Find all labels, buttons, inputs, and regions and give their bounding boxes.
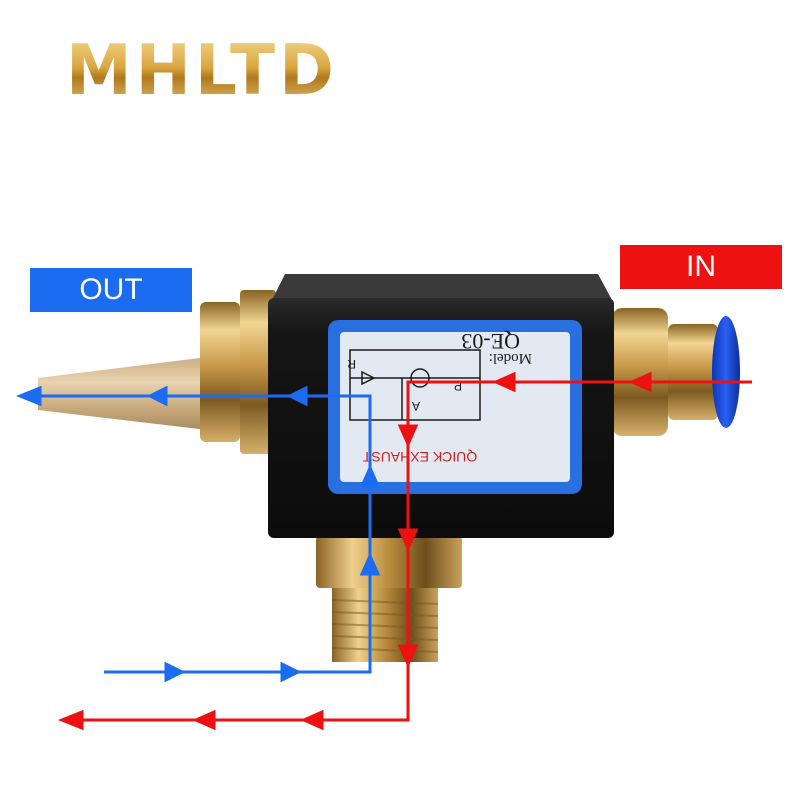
model-number: QE-03 xyxy=(461,329,520,354)
out-label: OUT xyxy=(30,268,192,312)
supply-arrow-down-3 xyxy=(397,644,419,668)
muffler-thread-nut xyxy=(240,290,276,454)
supply-arrow-down-1 xyxy=(397,424,419,448)
supply-arrow-down-2 xyxy=(397,528,419,552)
product-name: QUICK EXHAUST xyxy=(362,449,477,465)
in-label: IN xyxy=(620,245,782,289)
supply-flow-path xyxy=(57,371,752,731)
port-symbol xyxy=(349,349,481,421)
exhaust-arrow-up-1 xyxy=(359,464,381,488)
inlet-hex-nut xyxy=(612,308,668,436)
muffler-hex-nut xyxy=(200,302,240,442)
supply-arrow-in xyxy=(628,371,652,393)
outlet-hex-nut xyxy=(316,536,462,588)
inlet-fitting xyxy=(598,308,740,436)
exhaust-flow-path xyxy=(15,385,381,683)
exhaust-arrow-right-1 xyxy=(164,661,186,683)
supply-arrow-mid-1 xyxy=(192,709,216,731)
port-r-label: R xyxy=(347,357,356,371)
supply-arrow-body xyxy=(492,371,516,393)
exhaust-arrow-up-2 xyxy=(359,552,381,576)
exhaust-arrow-muffler xyxy=(146,385,168,407)
exhaust-muffler xyxy=(38,290,276,454)
supply-arrow-out xyxy=(57,709,84,731)
exhaust-arrow-right-2 xyxy=(280,661,302,683)
valve-label-card: R P A Model: QE-03 QUICK EXHAUST xyxy=(328,320,582,494)
brand-logo: MHLTD xyxy=(66,30,338,111)
supply-arrow-mid-2 xyxy=(300,709,324,731)
outlet-fitting xyxy=(316,536,462,662)
blue-collet xyxy=(712,316,740,428)
exhaust-arrow-body xyxy=(286,385,308,407)
port-p-label: P xyxy=(454,379,462,393)
port-a-label: A xyxy=(412,399,420,413)
exhaust-arrow-left xyxy=(15,385,42,407)
model-caption: Model: xyxy=(489,350,532,366)
